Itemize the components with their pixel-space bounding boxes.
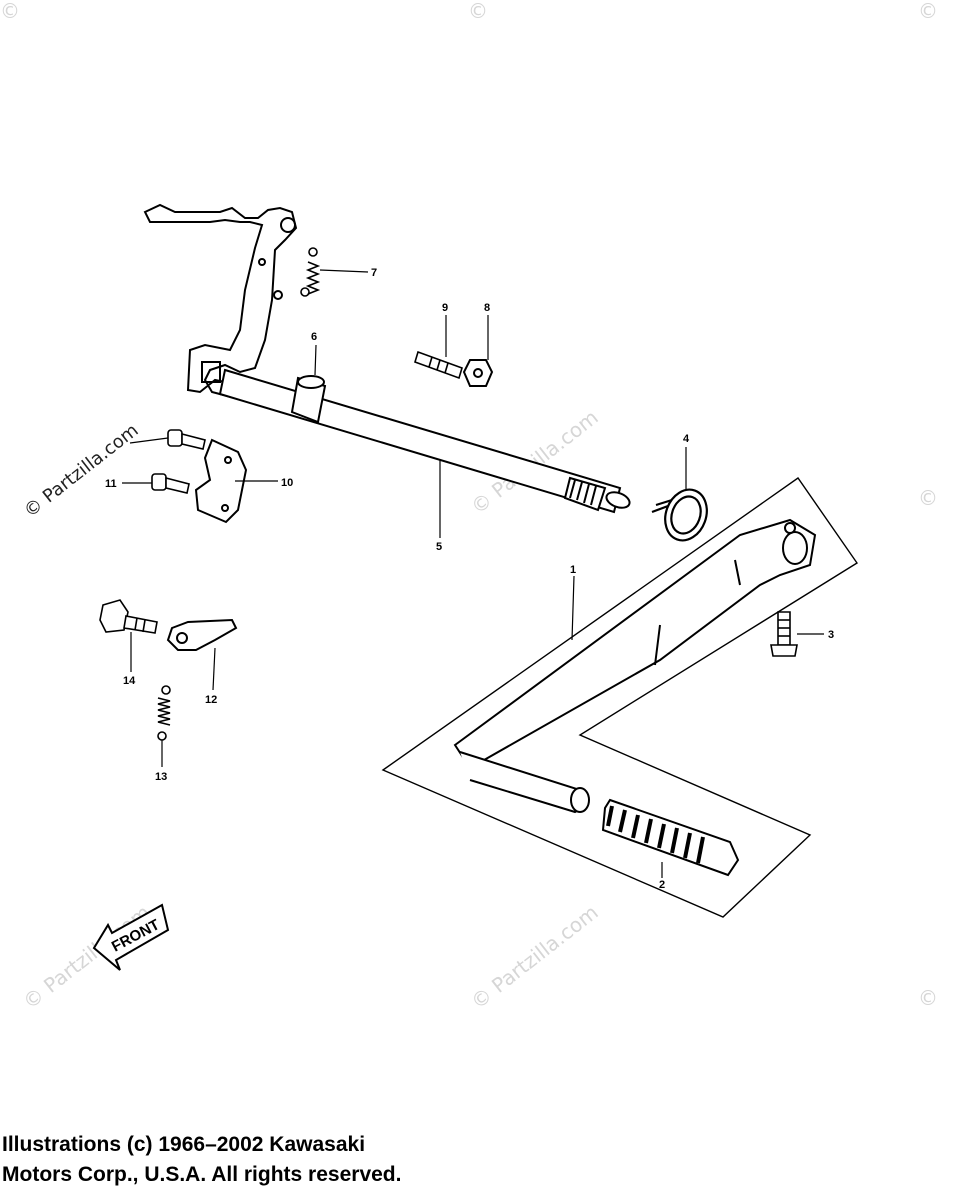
watermark-layer: © © © © Partzilla.com © Partzilla.com © …	[0, 0, 938, 1014]
callout-5: 5	[436, 541, 442, 553]
callout-11: 11	[105, 478, 117, 490]
callout-7: 7	[371, 267, 377, 279]
circlip-4	[651, 488, 708, 542]
copyright-line-1: Illustrations (c) 1966–2002 Kawasaki	[2, 1133, 366, 1156]
stud-bolt-9	[414, 350, 463, 380]
watermark-corner: ©	[468, 0, 488, 23]
watermark-corner: ©	[918, 0, 938, 23]
pinch-bolt-3	[770, 611, 798, 657]
callout-8: 8	[484, 302, 490, 314]
shift-arm	[143, 203, 298, 400]
nut-8	[462, 359, 494, 387]
copyright-notice: Illustrations (c) 1966–2002 Kawasaki Mot…	[2, 1130, 401, 1190]
callout-2: 2	[659, 879, 665, 891]
bracket-plate-10	[194, 438, 248, 524]
leader-lines	[122, 269, 824, 878]
callout-10: 10	[281, 477, 293, 489]
spring-13	[157, 685, 171, 741]
callout-1: 1	[570, 564, 576, 576]
pedal-assembly-box	[381, 477, 858, 918]
watermark-text-dark: © Partzilla.com	[20, 420, 142, 522]
watermark-text: © Partzilla.com	[18, 900, 154, 1014]
watermark-corner: ©	[918, 486, 938, 510]
watermark-text: © Partzilla.com	[466, 900, 602, 1014]
callout-4: 4	[683, 433, 690, 445]
bolt-11	[151, 429, 206, 494]
pedal-rubber-2	[601, 798, 740, 877]
lever-12	[166, 618, 238, 651]
callout-3: 3	[828, 629, 834, 641]
callout-12: 12	[205, 694, 217, 706]
callout-6: 6	[311, 331, 317, 343]
shaft-collar	[290, 375, 327, 424]
copyright-line-2: Motors Corp., U.S.A. All rights reserved…	[2, 1163, 402, 1186]
watermark-corner: ©	[918, 986, 938, 1010]
callout-14: 14	[123, 675, 136, 687]
return-spring-7	[300, 247, 321, 297]
shoulder-bolt-14	[99, 599, 158, 634]
callout-numbers: 1 2 3 4 5 6 7 8 9 10 11 12 13 14	[105, 267, 834, 891]
callout-9: 9	[442, 302, 448, 314]
callout-13: 13	[155, 771, 167, 783]
shift-pedal	[453, 518, 817, 814]
watermark-corner: ©	[0, 0, 20, 23]
